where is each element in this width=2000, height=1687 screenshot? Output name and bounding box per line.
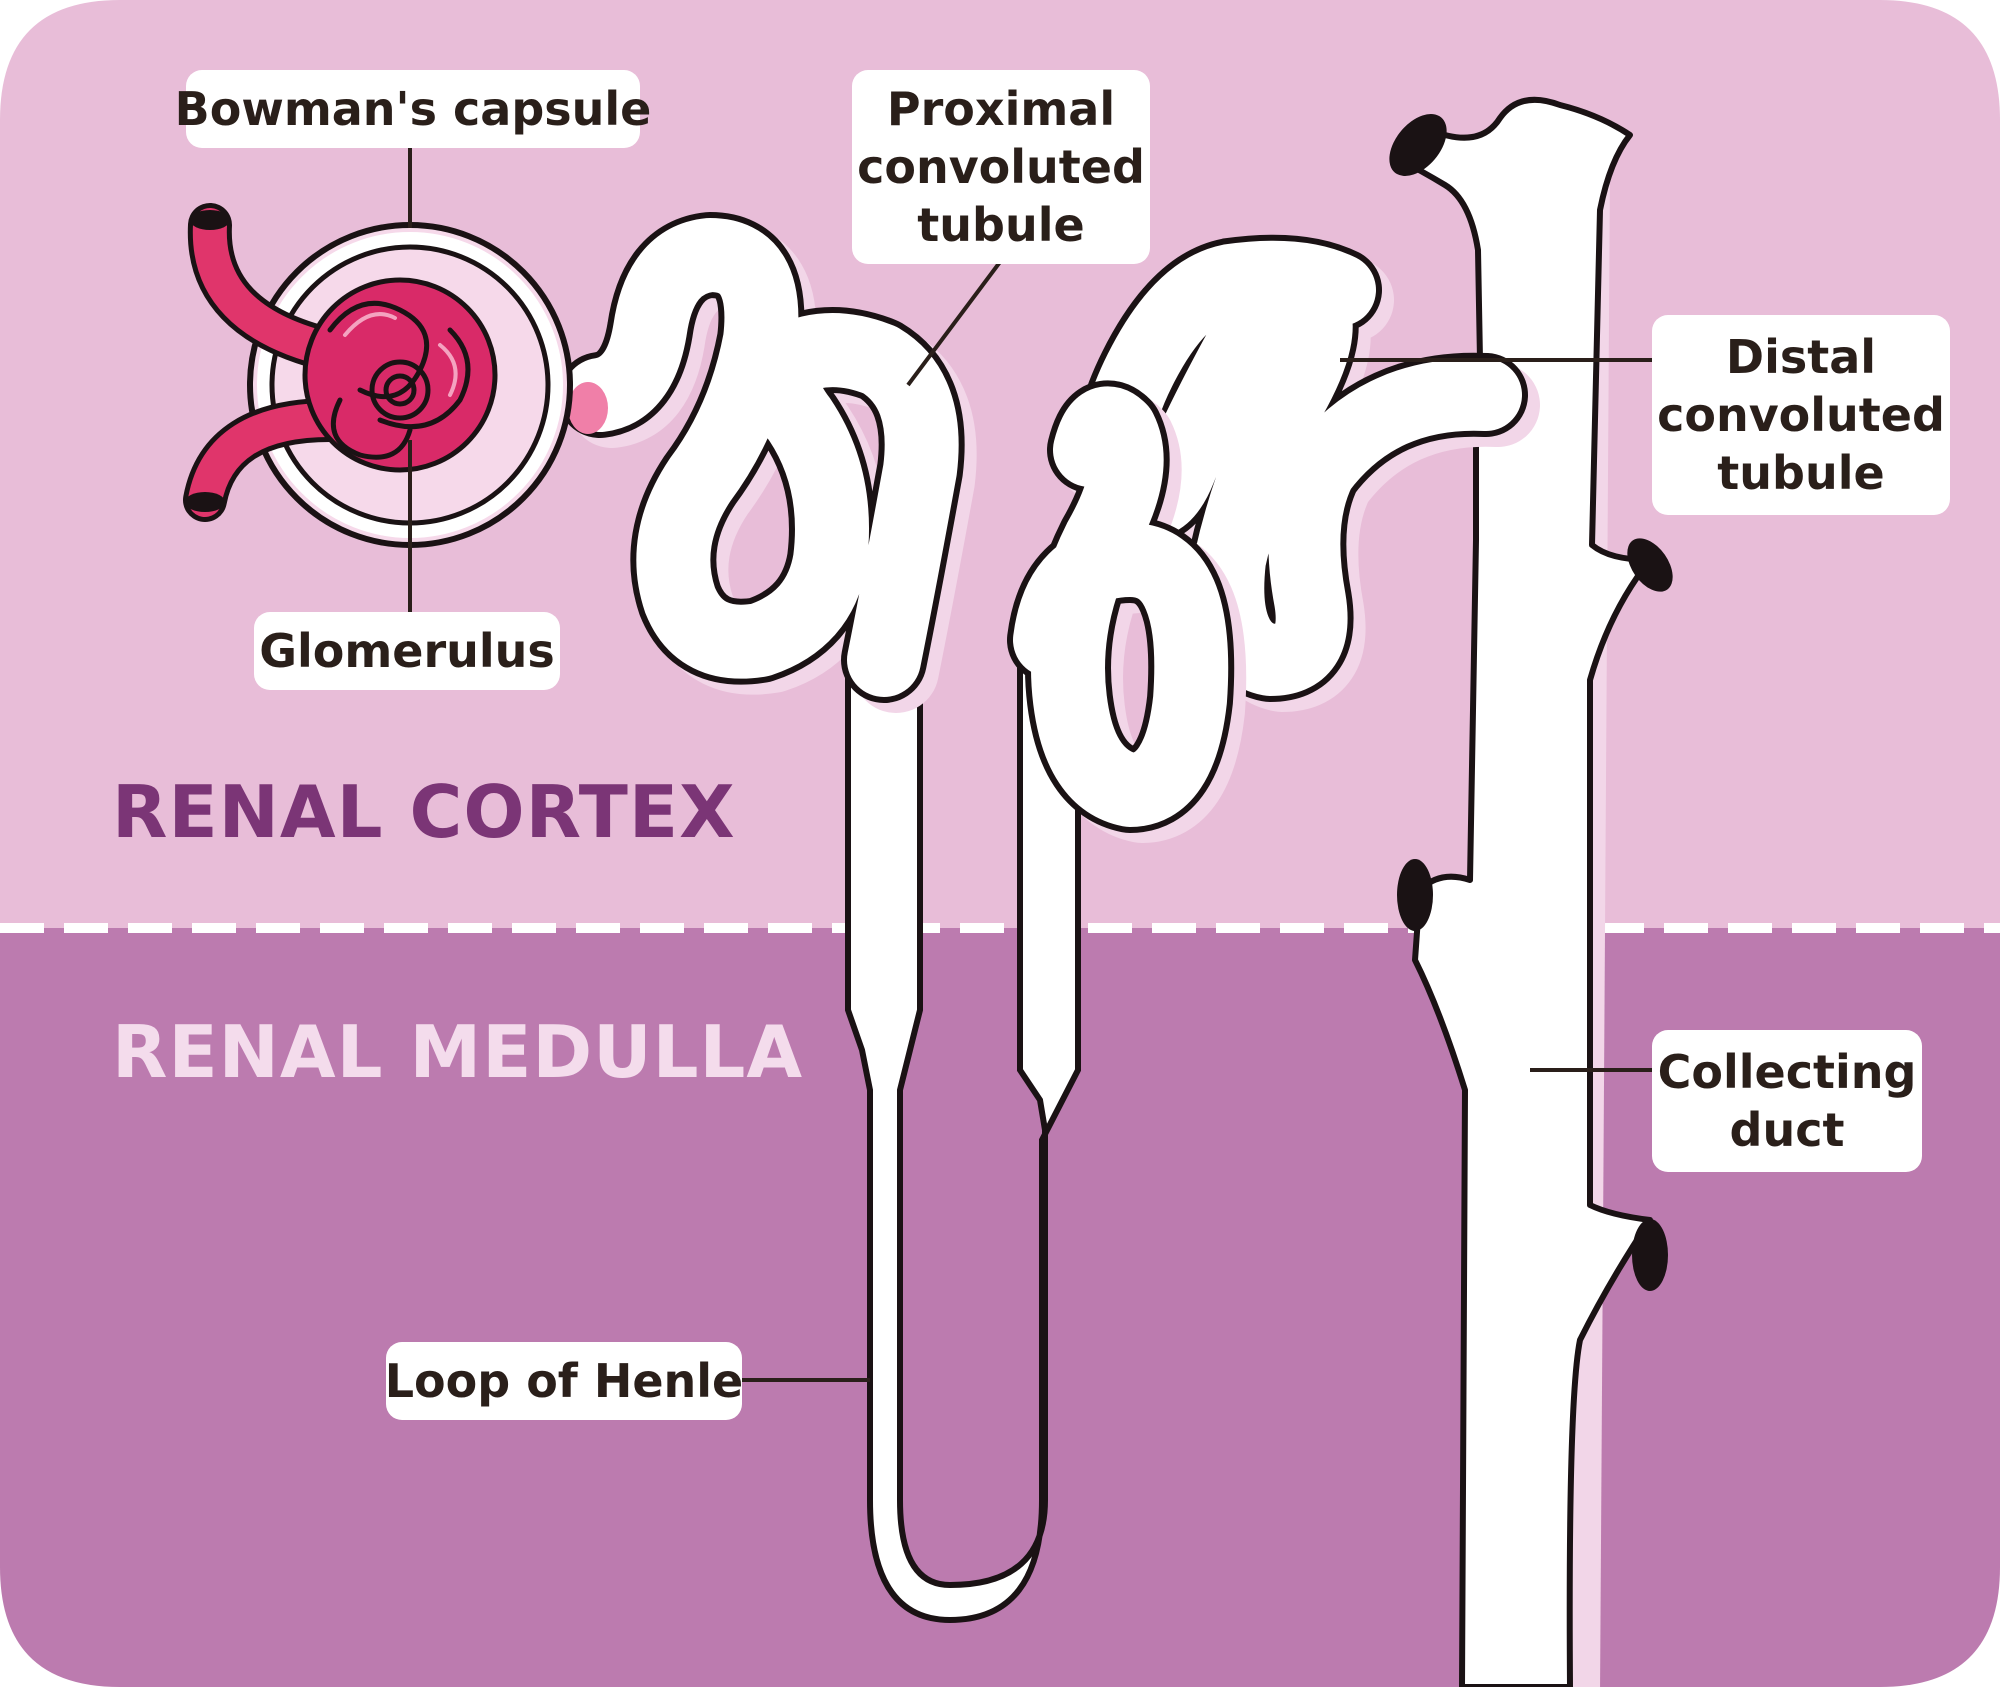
collecting-line-2: duct [1729, 1103, 1845, 1157]
collecting-duct [1389, 96, 1673, 1687]
proximal-convoluted-tubule-callout: Proximal convoluted tubule [852, 70, 1150, 264]
collecting-duct-callout: Collecting duct [1652, 1030, 1922, 1172]
efferent-arteriole [183, 398, 352, 522]
leader-proximal [906, 260, 1002, 387]
proximal-line-1: Proximal [886, 82, 1116, 136]
ascending-limb-coil [1007, 380, 1247, 843]
duct-opening-left-lower [1397, 859, 1433, 931]
renal-medulla-label: RENAL MEDULLA [112, 1010, 804, 1094]
distal-line-3: tubule [1717, 446, 1885, 500]
loop-of-henle-callout: Loop of Henle [384, 1342, 744, 1420]
bowmans-capsule-text: Bowman's capsule [174, 82, 652, 136]
bowmans-capsule-callout: Bowman's capsule [175, 70, 651, 148]
distal-convoluted-tubule-callout: Distal convoluted tubule [1652, 315, 1950, 515]
distal-line-1: Distal [1725, 330, 1877, 384]
duct-opening-right-lower [1632, 1219, 1668, 1291]
distal-convoluted-tubule [1075, 234, 1540, 712]
tubule-pole-highlight [568, 382, 608, 434]
distal-line-2: convoluted [1657, 388, 1945, 442]
duct-opening-top-left [1389, 114, 1447, 176]
proximal-line-2: convoluted [857, 140, 1145, 194]
renal-cortex-label: RENAL CORTEX [112, 770, 736, 854]
duct-opening-right-upper [1627, 538, 1673, 592]
afferent-arteriole [187, 203, 352, 372]
loop-of-henle-text: Loop of Henle [384, 1354, 744, 1408]
proximal-convoluted-tubule [557, 212, 977, 713]
leader-lines [408, 145, 1652, 1382]
glomerulus-text: Glomerulus [259, 624, 555, 678]
glomerulus-callout: Glomerulus [254, 612, 560, 690]
collecting-line-1: Collecting [1657, 1045, 1917, 1099]
glomerulus-capillaries [302, 277, 498, 473]
proximal-line-3: tubule [917, 198, 1085, 252]
